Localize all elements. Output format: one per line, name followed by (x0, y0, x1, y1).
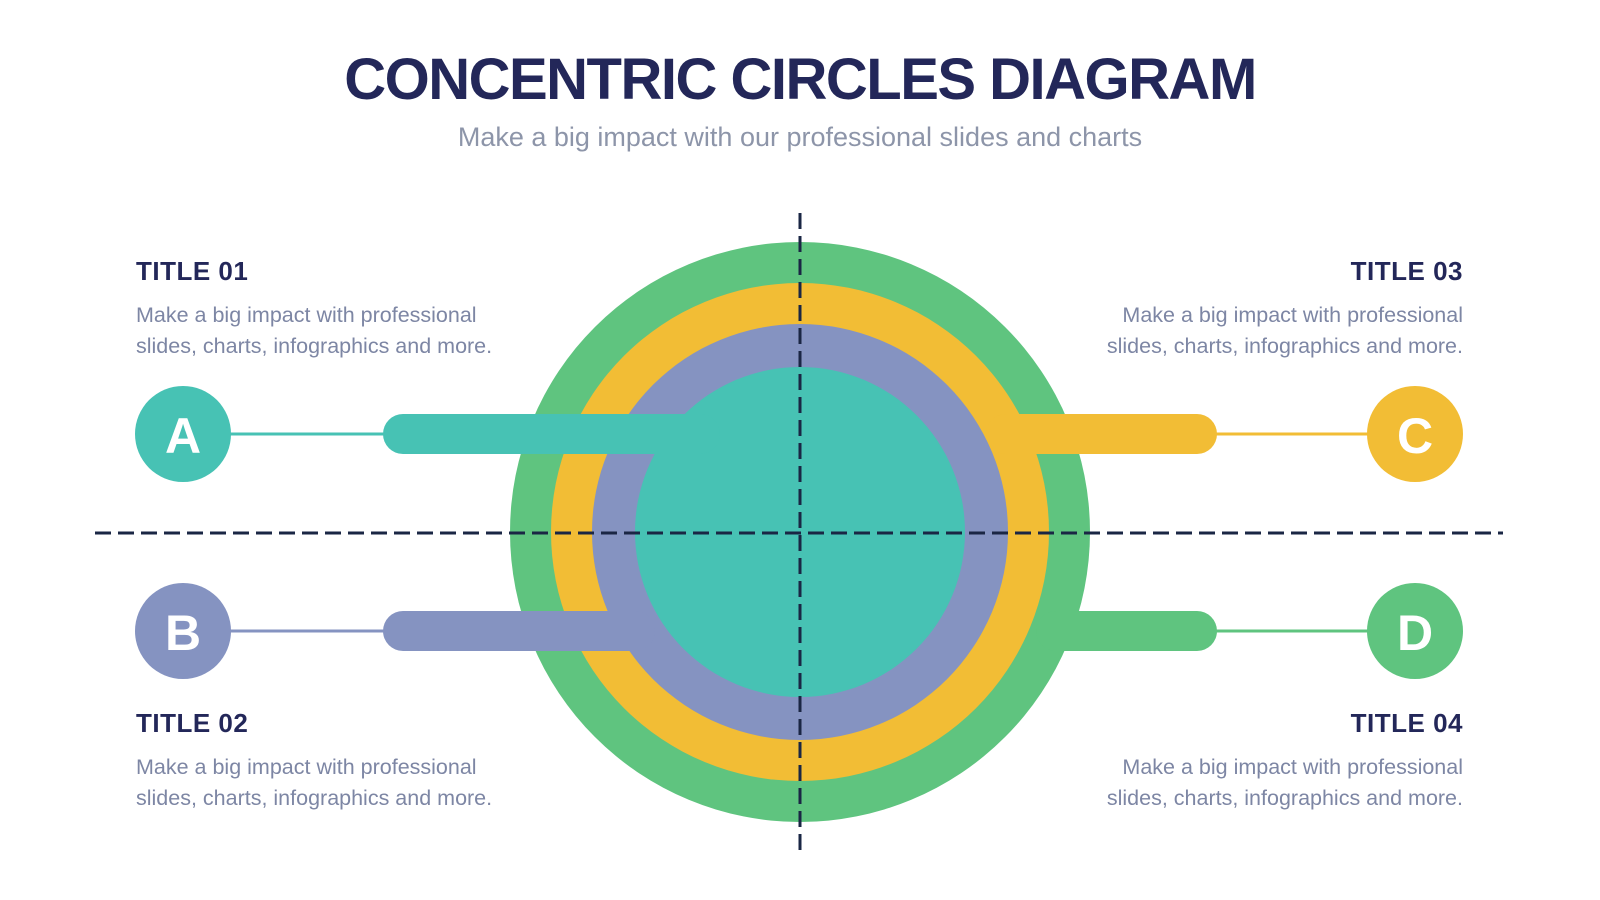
node-letter-d: D (1397, 605, 1433, 661)
info-title-02: TITLE 02 (136, 708, 249, 738)
node-circle-d (1367, 583, 1463, 679)
node-circle-a (135, 386, 231, 482)
node-letter-c: C (1397, 408, 1433, 464)
info-description-04: Make a big impact with professional slid… (1033, 752, 1463, 814)
connector-pill-a (383, 414, 720, 454)
info-description-02-line-2: slides, charts, infographics and more. (136, 786, 493, 810)
info-block-title-04: TITLE 04 Make a big impact with professi… (1033, 708, 1463, 814)
info-block-title-01: TITLE 01 Make a big impact with professi… (136, 256, 566, 362)
info-description-02: Make a big impact with professional slid… (136, 752, 566, 814)
info-block-title-03: TITLE 03 Make a big impact with professi… (1033, 256, 1463, 362)
info-title-04: TITLE 04 (1350, 708, 1463, 738)
node-letter-a: A (165, 408, 201, 464)
node-circle-b (135, 583, 231, 679)
info-description-03-line-1: Make a big impact with professional (1122, 303, 1463, 327)
info-title-01: TITLE 01 (136, 256, 249, 286)
info-description-01-line-1: Make a big impact with professional (136, 303, 477, 327)
connector-pill-c (986, 414, 1217, 454)
page-title: CONCENTRIC CIRCLES DIAGRAM (344, 47, 1257, 112)
info-title-03: TITLE 03 (1350, 256, 1463, 286)
node-letter-b: B (165, 605, 201, 661)
info-description-01-line-2: slides, charts, infographics and more. (136, 334, 493, 358)
info-description-02-line-1: Make a big impact with professional (136, 755, 477, 779)
connector-pill-b (383, 611, 655, 651)
connector-pill-d (1036, 611, 1217, 651)
node-circle-c (1367, 386, 1463, 482)
info-description-01: Make a big impact with professional slid… (136, 300, 566, 362)
page-subtitle: Make a big impact with our professional … (457, 122, 1143, 152)
info-description-04-line-2: slides, charts, infographics and more. (1106, 786, 1463, 810)
info-description-03: Make a big impact with professional slid… (1033, 300, 1463, 362)
info-description-03-line-2: slides, charts, infographics and more. (1106, 334, 1463, 358)
info-block-title-02: TITLE 02 Make a big impact with professi… (136, 708, 566, 814)
info-description-04-line-1: Make a big impact with professional (1122, 755, 1463, 779)
